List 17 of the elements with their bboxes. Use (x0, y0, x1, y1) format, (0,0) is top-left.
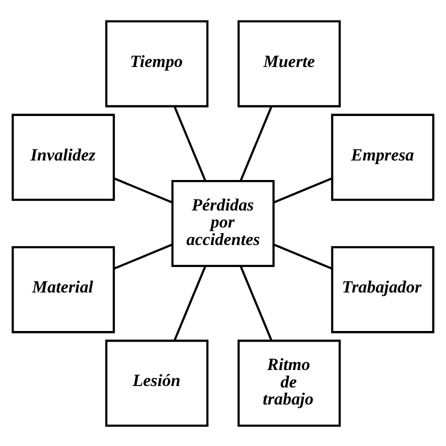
connector (174, 106, 206, 181)
connector (114, 243, 172, 270)
connector (174, 265, 206, 340)
node-box: Lesión (105, 339, 208, 426)
connector (240, 265, 272, 340)
connector (114, 176, 172, 203)
node-box: Ritmo de trabajo (238, 339, 341, 426)
connector (240, 106, 272, 181)
node-box: Material (12, 246, 115, 333)
node-box: Trabajador (331, 246, 434, 333)
node-box: Pérdidas por accidentes (171, 179, 275, 267)
node-box: Invalidez (12, 113, 115, 200)
node-box: Tiempo (105, 20, 208, 107)
connector (274, 176, 332, 203)
connector (274, 243, 332, 270)
node-box: Empresa (331, 113, 434, 200)
node-box: Muerte (238, 20, 341, 107)
